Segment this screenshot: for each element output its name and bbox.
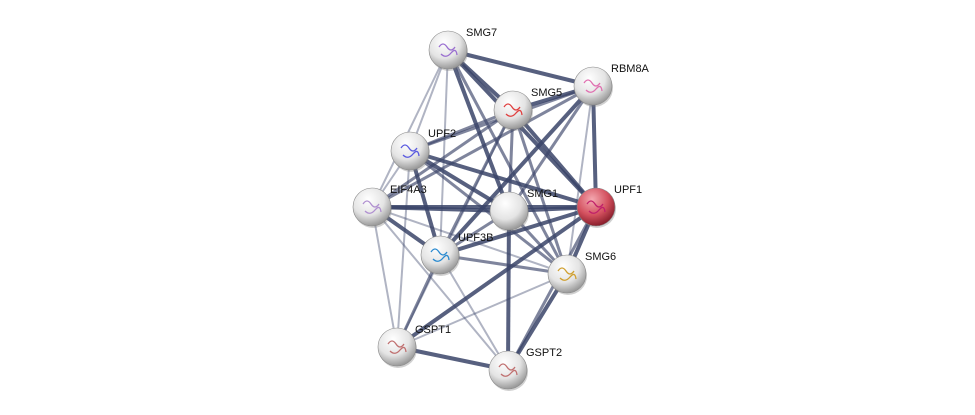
node-gspt1[interactable]: GSPT1 bbox=[377, 324, 451, 368]
node-upf1[interactable]: UPF1 bbox=[576, 184, 642, 228]
node-sphere[interactable] bbox=[489, 191, 529, 231]
node-upf2[interactable]: UPF2 bbox=[390, 128, 456, 172]
protein-structure-icon bbox=[586, 200, 606, 214]
edge-upf1-gspt1 bbox=[395, 205, 598, 349]
node-rbm8a[interactable]: RBM8A bbox=[573, 63, 650, 107]
node-smg7[interactable]: SMG7 bbox=[428, 27, 497, 71]
node-sphere[interactable] bbox=[547, 254, 587, 294]
protein-structure-icon bbox=[557, 267, 577, 281]
edge-rbm8a-smg6 bbox=[566, 85, 594, 275]
edge-smg5-eif4a3 bbox=[371, 108, 514, 209]
node-label: RBM8A bbox=[611, 63, 650, 75]
edges-layer bbox=[370, 48, 598, 372]
edge-smg7-eif4a3 bbox=[371, 49, 449, 208]
edge-smg1-gspt2 bbox=[506, 210, 511, 371]
protein-structure-icon bbox=[583, 79, 603, 93]
edge-eif4a3-gspt1 bbox=[371, 206, 398, 348]
node-sphere[interactable] bbox=[420, 235, 460, 275]
edge-rbm8a-upf3b bbox=[438, 84, 595, 257]
node-smg6[interactable]: SMG6 bbox=[547, 251, 616, 295]
protein-structure-icon bbox=[498, 363, 518, 377]
edge-upf2-upf1 bbox=[409, 149, 597, 209]
edge-smg7-upf3b bbox=[439, 49, 449, 256]
edge-smg7-rbm8a bbox=[447, 48, 594, 88]
node-sphere[interactable] bbox=[352, 187, 392, 227]
edge-rbm8a-smg1 bbox=[507, 85, 595, 212]
node-label: UPF1 bbox=[614, 184, 642, 196]
protein-structure-icon bbox=[438, 43, 458, 57]
node-label: UPF3B bbox=[458, 232, 493, 244]
edge-rbm8a-eif4a3 bbox=[371, 84, 594, 209]
node-upf3b[interactable]: UPF3B bbox=[420, 232, 493, 276]
node-sphere[interactable] bbox=[576, 187, 616, 227]
protein-structure-icon bbox=[503, 103, 523, 117]
edge-rbm8a-upf1 bbox=[591, 85, 598, 208]
edge-smg5-upf3b bbox=[438, 109, 515, 256]
edge-upf3b-gspt2 bbox=[439, 254, 509, 371]
edge-upf1-upf3b bbox=[439, 205, 597, 257]
protein-structure-icon bbox=[400, 144, 420, 158]
node-label: SMG6 bbox=[585, 251, 616, 263]
node-sphere[interactable] bbox=[377, 327, 417, 367]
node-smg1[interactable]: SMG1 bbox=[489, 188, 558, 232]
node-label: GSPT1 bbox=[415, 324, 451, 336]
protein-structure-icon bbox=[430, 248, 450, 262]
node-eif4a3[interactable]: EIF4A3 bbox=[352, 184, 427, 228]
node-sphere[interactable] bbox=[488, 350, 528, 390]
node-sphere[interactable] bbox=[428, 30, 468, 70]
node-sphere[interactable] bbox=[390, 131, 430, 171]
protein-structure-icon bbox=[387, 340, 407, 354]
edge-upf3b-smg6 bbox=[439, 253, 568, 276]
node-label: GSPT2 bbox=[526, 347, 562, 359]
edge-eif4a3-smg6 bbox=[371, 206, 568, 275]
node-label: UPF2 bbox=[428, 128, 456, 140]
protein-structure-icon bbox=[362, 200, 382, 214]
node-sphere[interactable] bbox=[493, 90, 533, 130]
node-label: SMG7 bbox=[466, 27, 497, 39]
node-label: EIF4A3 bbox=[390, 184, 427, 196]
node-label: SMG5 bbox=[531, 87, 562, 99]
edge-eif4a3-gspt2 bbox=[371, 206, 509, 371]
node-gspt2[interactable]: GSPT2 bbox=[488, 347, 562, 391]
edge-upf2-gspt1 bbox=[396, 150, 411, 348]
edge-smg5-upf1 bbox=[511, 108, 598, 209]
node-sphere[interactable] bbox=[573, 66, 613, 106]
node-label: SMG1 bbox=[527, 188, 558, 200]
edge-upf2-smg6 bbox=[409, 149, 568, 276]
edge-smg7-smg1 bbox=[446, 49, 511, 212]
edge-smg6-gspt1 bbox=[396, 273, 568, 348]
edge-smg7-smg6 bbox=[446, 49, 569, 275]
node-smg5[interactable]: SMG5 bbox=[493, 87, 562, 131]
